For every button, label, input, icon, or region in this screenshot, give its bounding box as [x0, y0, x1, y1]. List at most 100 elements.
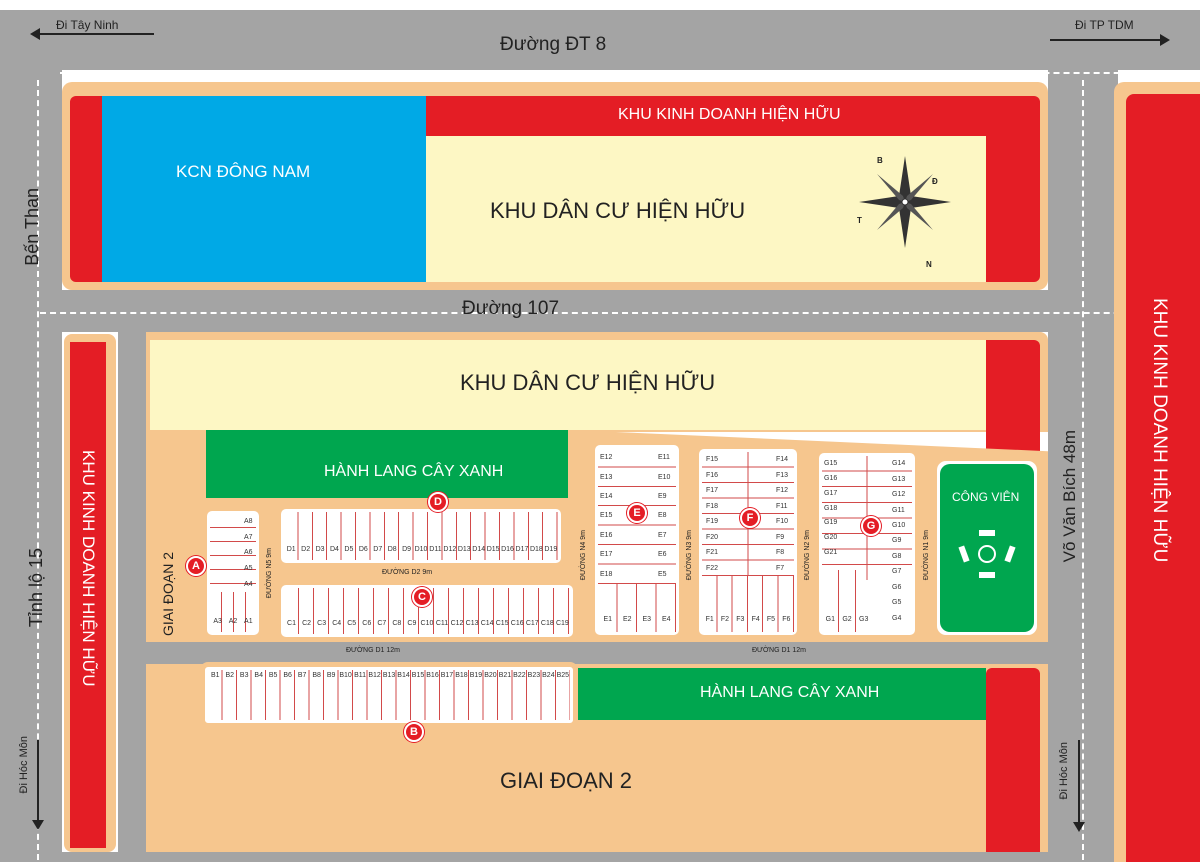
lot-b15[interactable]: B15 — [411, 672, 425, 679]
lot-b4[interactable]: B4 — [254, 672, 263, 679]
lot-b6[interactable]: B6 — [283, 672, 292, 679]
lot-b10[interactable]: B10 — [339, 672, 352, 679]
lot-b2[interactable]: B2 — [225, 672, 234, 679]
lot-d7[interactable]: D7 — [373, 546, 383, 553]
lot-f4[interactable]: F4 — [751, 616, 760, 623]
lot-g16[interactable]: G16 — [824, 474, 838, 482]
block-g-marker[interactable]: G — [861, 516, 881, 536]
lot-g17[interactable]: G17 — [824, 489, 838, 497]
lot-d13[interactable]: D13 — [457, 546, 471, 553]
lot-f17[interactable]: F17 — [706, 487, 719, 495]
lot-a8[interactable]: A8 — [244, 518, 253, 526]
lot-d4[interactable]: D4 — [330, 546, 339, 553]
lot-a6[interactable]: A6 — [244, 549, 253, 557]
lot-c13[interactable]: C13 — [465, 620, 479, 627]
lot-e2[interactable]: E2 — [622, 616, 632, 623]
lot-d5[interactable]: D5 — [344, 546, 354, 553]
lot-e9[interactable]: E9 — [658, 493, 667, 501]
lot-d18[interactable]: D18 — [529, 546, 543, 553]
lot-b12[interactable]: B12 — [368, 672, 381, 679]
lot-b5[interactable]: B5 — [268, 672, 278, 679]
lot-d16[interactable]: D16 — [501, 546, 514, 553]
lot-g6[interactable]: G6 — [892, 583, 902, 591]
lot-c7[interactable]: C7 — [377, 620, 387, 627]
lot-f3[interactable]: F3 — [736, 616, 745, 623]
lot-e12[interactable]: E12 — [600, 454, 613, 462]
lot-e14[interactable]: E14 — [600, 493, 613, 501]
lot-f6[interactable]: F6 — [782, 616, 791, 623]
lot-a2[interactable]: A2 — [228, 618, 238, 625]
lot-b1[interactable]: B1 — [210, 672, 220, 679]
lot-f2[interactable]: F2 — [720, 616, 730, 623]
lot-c19[interactable]: C19 — [555, 620, 569, 627]
lot-g21[interactable]: G21 — [824, 549, 838, 557]
lot-f19[interactable]: F19 — [706, 518, 719, 526]
lot-d10[interactable]: D10 — [414, 546, 428, 553]
block-b-marker[interactable]: B — [404, 722, 424, 742]
lot-b24[interactable]: B24 — [542, 672, 555, 679]
lot-a1[interactable]: A1 — [244, 618, 253, 625]
lot-c11[interactable]: C11 — [435, 620, 449, 627]
lot-c15[interactable]: C15 — [495, 620, 509, 627]
lot-d12[interactable]: D12 — [443, 546, 457, 553]
lot-e13[interactable]: E13 — [600, 473, 613, 481]
lot-f1[interactable]: F1 — [705, 616, 714, 623]
lot-f5[interactable]: F5 — [766, 616, 776, 623]
lot-c17[interactable]: C17 — [525, 620, 539, 627]
lot-b14[interactable]: B14 — [397, 672, 410, 679]
lot-b25[interactable]: B25 — [556, 672, 570, 679]
lot-e16[interactable]: E16 — [600, 531, 613, 539]
lot-a5[interactable]: A5 — [244, 565, 253, 573]
lot-e17[interactable]: E17 — [600, 551, 613, 559]
lot-b9[interactable]: B9 — [326, 672, 336, 679]
lot-c16[interactable]: C16 — [510, 620, 524, 627]
lot-b17[interactable]: B17 — [440, 672, 454, 679]
block-a-marker[interactable]: A — [186, 556, 206, 576]
lot-a7[interactable]: A7 — [244, 533, 253, 541]
lot-b11[interactable]: B11 — [354, 672, 367, 679]
lot-f13[interactable]: F13 — [776, 471, 789, 479]
block-e-marker[interactable]: E — [627, 503, 647, 523]
lot-b3[interactable]: B3 — [239, 672, 249, 679]
lot-d9[interactable]: D9 — [402, 546, 412, 553]
lot-b19[interactable]: B19 — [469, 672, 483, 679]
lot-e10[interactable]: E10 — [658, 473, 671, 481]
lot-b22[interactable]: B22 — [513, 672, 526, 679]
lot-f15[interactable]: F15 — [706, 456, 719, 464]
lot-g20[interactable]: G20 — [824, 534, 838, 542]
lot-b18[interactable]: B18 — [455, 672, 468, 679]
lot-d1[interactable]: D1 — [286, 546, 296, 553]
lot-f10[interactable]: F10 — [776, 518, 789, 526]
lot-f11[interactable]: F11 — [776, 502, 788, 510]
lot-c4[interactable]: C4 — [332, 620, 342, 627]
lot-c5[interactable]: C5 — [347, 620, 357, 627]
lot-e18[interactable]: E18 — [600, 570, 613, 578]
lot-g15[interactable]: G15 — [824, 459, 838, 467]
lot-a4[interactable]: A4 — [244, 580, 253, 588]
block-d-marker[interactable]: D — [428, 492, 448, 512]
lot-b21[interactable]: B21 — [498, 672, 512, 679]
park-zone[interactable] — [940, 464, 1034, 632]
lot-c8[interactable]: C8 — [392, 620, 402, 627]
lot-e15[interactable]: E15 — [600, 512, 613, 520]
lot-d6[interactable]: D6 — [358, 546, 368, 553]
lot-g5[interactable]: G5 — [892, 599, 902, 607]
lot-b13[interactable]: B13 — [382, 672, 396, 679]
block-f-marker[interactable]: F — [740, 508, 760, 528]
lot-c2[interactable]: C2 — [302, 620, 312, 627]
lot-b20[interactable]: B20 — [484, 672, 497, 679]
lot-c9[interactable]: C9 — [407, 620, 417, 627]
lot-e7[interactable]: E7 — [658, 531, 667, 539]
lot-f7[interactable]: F7 — [776, 564, 785, 572]
lot-g9[interactable]: G9 — [892, 537, 902, 545]
lot-b8[interactable]: B8 — [312, 672, 321, 679]
lot-g2[interactable]: G2 — [842, 616, 852, 623]
lot-c12[interactable]: C12 — [450, 620, 464, 627]
lot-g4[interactable]: G4 — [892, 614, 902, 622]
block-c-marker[interactable]: C — [412, 587, 432, 607]
lot-d2[interactable]: D2 — [301, 546, 311, 553]
lot-d3[interactable]: D3 — [315, 546, 325, 553]
lot-g10[interactable]: G10 — [892, 522, 906, 530]
lot-e8[interactable]: E8 — [658, 512, 667, 520]
lot-g8[interactable]: G8 — [892, 552, 902, 560]
